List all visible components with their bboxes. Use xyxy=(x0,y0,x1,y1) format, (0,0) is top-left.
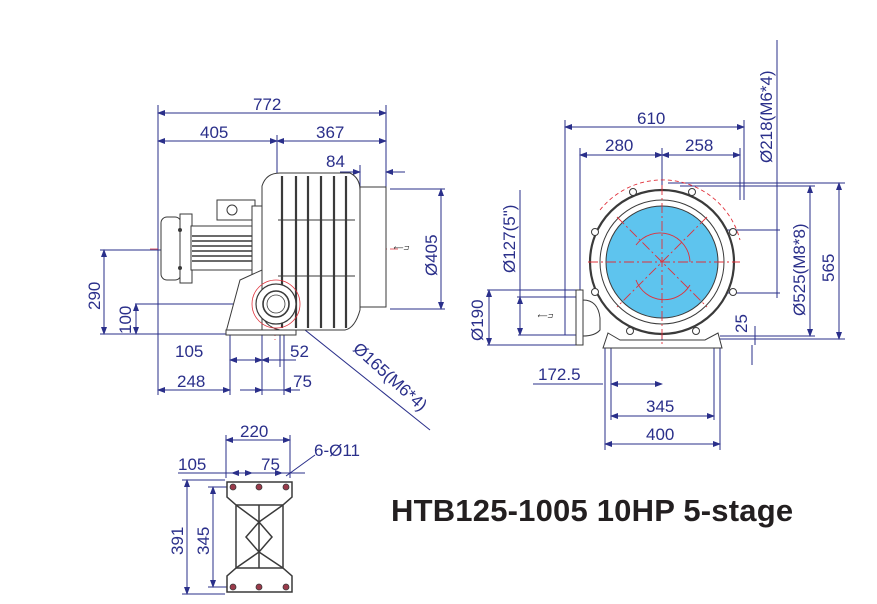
blower-front xyxy=(575,179,741,349)
dim-345: 345 xyxy=(194,527,213,555)
dim-25: 25 xyxy=(732,314,751,333)
dim-84: 84 xyxy=(326,152,345,171)
dim-220: 220 xyxy=(240,422,268,441)
front-view: ⟵⊐ 610 280 258 Ø218(M6*4) Ø127(5") Ø190 … xyxy=(468,40,845,450)
dim-top-flange: Ø218(M6*4) xyxy=(757,70,776,163)
dim-outlet-diameter: Ø405 xyxy=(422,234,441,276)
dim-inlet-flange: Ø165(M6*4) xyxy=(349,339,431,415)
dim-105: 105 xyxy=(175,342,203,361)
svg-text:⟵⊐: ⟵⊐ xyxy=(537,313,554,320)
inlet-flange xyxy=(251,279,301,329)
dim-367: 367 xyxy=(316,123,344,142)
motor xyxy=(160,199,263,284)
dim-258: 258 xyxy=(685,136,713,155)
dim-body-flange: Ø525(M8*8) xyxy=(790,223,809,316)
dim-391: 391 xyxy=(168,527,187,555)
dim-pipe-diameter: Ø127(5") xyxy=(500,205,519,273)
base-view: 220 105 75 6-Ø11 391 345 xyxy=(168,422,360,595)
dim-400: 400 xyxy=(646,425,674,444)
dim-75: 75 xyxy=(293,372,312,391)
dim-280: 280 xyxy=(605,136,633,155)
dim-345: 345 xyxy=(646,397,674,416)
dim-52: 52 xyxy=(290,342,309,361)
dim-172-5: 172.5 xyxy=(538,365,581,384)
dim-100: 100 xyxy=(116,306,135,334)
dim-248: 248 xyxy=(177,372,205,391)
dim-290: 290 xyxy=(85,282,104,310)
base-frame xyxy=(226,481,293,593)
side-view: ⟵⊐ 772 405 367 84 Ø405 290 100 105 52 24… xyxy=(85,95,445,431)
dim-105: 105 xyxy=(178,455,206,474)
dim-405: 405 xyxy=(200,123,228,142)
svg-text:⟵⊐: ⟵⊐ xyxy=(393,245,410,252)
dim-inlet-flange: Ø190 xyxy=(468,299,487,341)
dim-565: 565 xyxy=(819,254,838,282)
dim-75: 75 xyxy=(261,455,280,474)
model-title: HTB125-1005 10HP 5-stage xyxy=(391,493,794,528)
dim-holes: 6-Ø11 xyxy=(314,441,360,460)
dim-610: 610 xyxy=(637,109,665,128)
dim-772: 772 xyxy=(253,95,281,114)
